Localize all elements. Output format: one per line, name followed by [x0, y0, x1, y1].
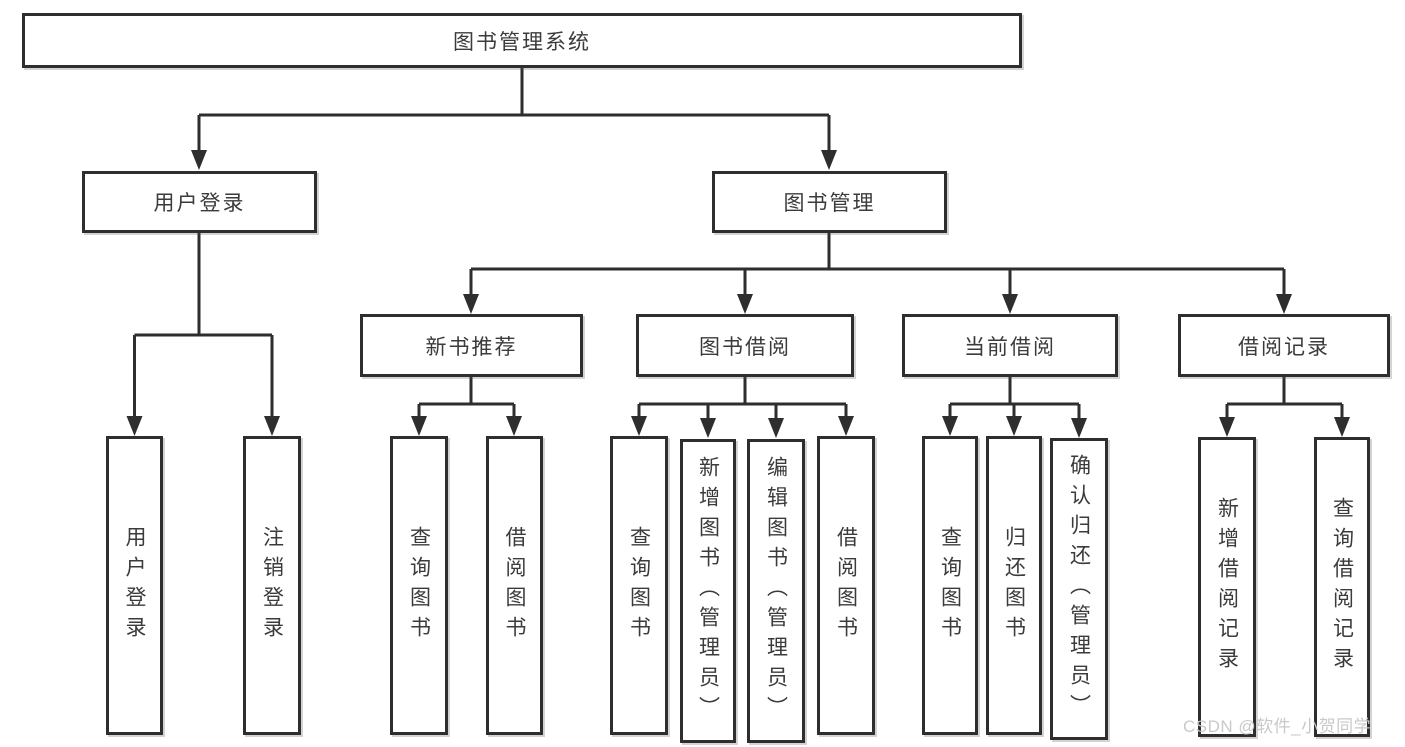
- leaf-edit-books-admin: 编辑图书（管理员）: [747, 439, 805, 743]
- node-book-borrowing-label: 图书借阅: [699, 335, 791, 359]
- node-user-login-group: 用户登录: [82, 171, 317, 233]
- node-new-book-recommend: 新书推荐: [360, 314, 583, 377]
- node-borrowing-records: 借阅记录: [1178, 314, 1390, 377]
- leaf-borrow-books: 借阅图书: [817, 436, 875, 735]
- leaf-return-books-label: 归还图书: [1002, 525, 1026, 646]
- leaf-borrow-books-recommend: 借阅图书: [486, 436, 543, 735]
- leaf-query-books-recommend: 查询图书: [390, 436, 448, 735]
- node-book-management: 图书管理: [712, 171, 947, 233]
- leaf-borrow-books-recommend-label: 借阅图书: [503, 525, 526, 646]
- node-book-borrowing: 图书借阅: [636, 314, 854, 377]
- connector-bookmgmt-to-level3: [463, 233, 1292, 314]
- leaf-query-books-borrowing-label: 查询图书: [627, 525, 651, 646]
- leaf-logout: 注销登录: [243, 436, 301, 735]
- connector-borrow-to-leaves: [631, 377, 854, 438]
- leaf-user-login-label: 用户登录: [123, 525, 146, 646]
- leaf-add-borrow-record: 新增借阅记录: [1198, 437, 1256, 737]
- node-root-system: 图书管理系统: [22, 13, 1022, 68]
- node-current-borrowing-label: 当前借阅: [964, 335, 1056, 359]
- connector-root-to-level2: [191, 68, 837, 170]
- leaf-add-books-admin-label: 新增图书（管理员）: [696, 456, 720, 726]
- leaf-confirm-return-admin: 确认归还（管理员）: [1050, 438, 1108, 740]
- node-borrowing-records-label: 借阅记录: [1238, 335, 1330, 359]
- connector-newbook-to-leaves: [411, 377, 522, 436]
- leaf-add-books-admin: 新增图书（管理员）: [680, 439, 736, 743]
- leaf-logout-label: 注销登录: [260, 525, 284, 646]
- leaf-query-books-current-label: 查询图书: [938, 525, 962, 646]
- leaf-query-books-borrowing: 查询图书: [610, 436, 668, 735]
- leaf-query-borrow-record: 查询借阅记录: [1314, 437, 1370, 737]
- leaf-add-borrow-record-label: 新增借阅记录: [1215, 497, 1239, 677]
- node-current-borrowing: 当前借阅: [902, 314, 1118, 377]
- leaf-user-login: 用户登录: [106, 436, 163, 735]
- leaf-query-borrow-record-label: 查询借阅记录: [1330, 497, 1354, 677]
- leaf-edit-books-admin-label: 编辑图书（管理员）: [764, 456, 788, 726]
- connector-login-to-leaves: [126, 233, 280, 436]
- node-user-login-group-label: 用户登录: [153, 192, 246, 215]
- node-book-management-label: 图书管理: [783, 192, 876, 215]
- leaf-return-books: 归还图书: [986, 436, 1042, 735]
- leaf-borrow-books-label: 借阅图书: [834, 525, 858, 646]
- leaf-query-books-current: 查询图书: [922, 436, 978, 735]
- connector-current-to-leaves: [942, 377, 1087, 438]
- leaf-query-books-recommend-label: 查询图书: [407, 525, 431, 646]
- node-new-book-recommend-label: 新书推荐: [425, 335, 518, 359]
- csdn-watermark: CSDN @软件_小贺同学: [1183, 717, 1372, 736]
- leaf-confirm-return-admin-label: 确认归还（管理员）: [1067, 454, 1091, 724]
- connector-records-to-leaves: [1219, 377, 1350, 437]
- node-root-system-label: 图书管理系统: [453, 30, 591, 54]
